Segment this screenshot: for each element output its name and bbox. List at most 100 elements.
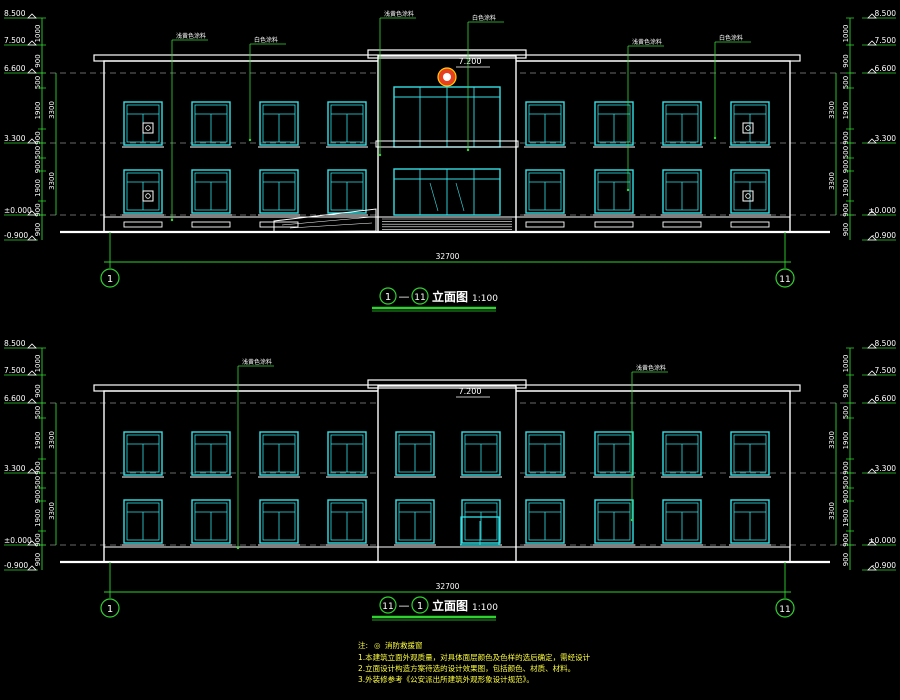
elevation-level-label: -0.900 <box>4 561 28 570</box>
dimension-value: 900 <box>842 54 850 67</box>
level-triangle-mark <box>867 13 877 19</box>
dimension-value: 900 <box>34 160 42 173</box>
window <box>191 499 231 544</box>
window <box>525 101 565 146</box>
level-triangle-mark <box>27 343 37 349</box>
top-level-label: 7.200 <box>459 387 482 396</box>
fire-rescue-window-mark <box>742 190 754 202</box>
rear-elevation-title: 11 — 1 立面图 1:100 <box>372 596 498 621</box>
title-grid-from-label: 1 <box>385 292 391 303</box>
dimension-value: 900 <box>842 553 850 566</box>
dimension-value: 1900 <box>842 432 850 450</box>
plinth-vent <box>730 221 770 228</box>
material-callout-label: 白色涂料 <box>719 34 743 42</box>
dimension-value: 900 <box>842 160 850 173</box>
grid-bubble-left <box>100 598 120 618</box>
dimension-value: 1900 <box>842 102 850 120</box>
elevation-level-label: 7.500 <box>875 366 897 375</box>
dimension-value: 1900 <box>34 179 42 197</box>
canopy-band <box>375 140 519 148</box>
title-scale: 1:100 <box>472 603 498 613</box>
level-triangle-mark <box>27 40 37 46</box>
dimension-value: 500 <box>34 406 42 419</box>
window <box>327 101 367 146</box>
title-text: 立面图 <box>432 598 468 613</box>
level-triangle-mark <box>27 235 37 241</box>
fire-rescue-window-mark <box>142 122 154 134</box>
title-grid-bubble-from <box>379 287 397 305</box>
level-triangle-mark <box>867 468 877 474</box>
material-callout-label: 浅黄色涂料 <box>176 32 206 40</box>
window <box>123 431 163 476</box>
elevation-level-label: -0.900 <box>4 231 28 240</box>
floor-height-dim: 3300 <box>828 431 836 449</box>
level-triangle-mark <box>27 13 37 19</box>
elevation-level-label: 7.500 <box>4 36 26 45</box>
plinth-vent <box>259 221 299 228</box>
dimension-value: 900 <box>34 54 42 67</box>
level-triangle-mark <box>27 210 37 216</box>
callout-dot <box>236 546 240 550</box>
floor-height-dim: 3300 <box>48 502 56 520</box>
dimension-value: 500 <box>842 76 850 89</box>
fire-rescue-window-symbol: ◎ <box>374 641 381 650</box>
floor-height-dim: 3300 <box>828 101 836 119</box>
window <box>662 431 702 476</box>
dimension-value: 500 <box>34 146 42 159</box>
grid-bubble-right-label: 11 <box>779 275 790 285</box>
level-triangle-mark <box>867 235 877 241</box>
dimension-value: 1900 <box>34 432 42 450</box>
level-triangle-mark <box>27 370 37 376</box>
dimension-value: 900 <box>34 533 42 546</box>
dimension-value: 500 <box>34 476 42 489</box>
dimension-value: 900 <box>34 553 42 566</box>
dimension-value: 1900 <box>842 509 850 527</box>
elevation-level-label: 3.300 <box>4 134 26 143</box>
door-swing-mark <box>455 182 465 212</box>
callout-dot <box>170 218 174 222</box>
floor-height-dim: 3300 <box>828 172 836 190</box>
title-grid-bubble-to <box>411 287 429 305</box>
fire-rescue-window-mark-inner <box>745 193 751 199</box>
elevation-level-label: 3.300 <box>875 464 897 473</box>
window <box>730 169 770 214</box>
notes-heading-prefix: 注: <box>358 640 368 650</box>
level-triangle-mark <box>867 370 877 376</box>
window <box>191 101 231 146</box>
title-dash: — <box>399 599 410 612</box>
floor-height-dim: 3300 <box>828 502 836 520</box>
elevation-level-label: -0.900 <box>872 231 896 240</box>
grid-bubble-left-label: 1 <box>107 274 113 285</box>
window <box>662 499 702 544</box>
elevation-level-label: 8.500 <box>875 9 897 18</box>
top-level-label: 7.200 <box>459 57 482 66</box>
callout-dot <box>713 136 717 140</box>
notes-heading: 消防救援窗 <box>385 640 423 650</box>
title-grid-to-label: 11 <box>414 293 425 303</box>
level-triangle-mark <box>27 565 37 571</box>
elevation-level-label: ±0.000 <box>868 206 896 215</box>
dimension-value: 900 <box>842 223 850 236</box>
front-elevation: 7.2008.5007.5006.6003.300±0.000-0.900100… <box>4 9 897 288</box>
dimension-value: 500 <box>34 76 42 89</box>
level-triangle-mark <box>867 540 877 546</box>
dimension-value: 500 <box>842 406 850 419</box>
total-dimension-value: 32700 <box>436 252 460 261</box>
material-callout-label: 浅黄色涂料 <box>384 10 414 18</box>
police-emblem-center <box>443 73 451 81</box>
dimension-value: 1000 <box>34 355 42 373</box>
plinth-vent <box>525 221 565 228</box>
window <box>662 169 702 214</box>
window <box>259 499 299 544</box>
window <box>259 431 299 476</box>
elevation-level-label: 6.600 <box>875 394 897 403</box>
material-callout-label: 白色涂料 <box>254 36 278 44</box>
level-triangle-mark <box>27 138 37 144</box>
window <box>525 431 565 476</box>
level-triangle-mark <box>867 210 877 216</box>
elevation-level-label: 6.600 <box>4 64 26 73</box>
note-line-1: 1.本建筑立面外观质量，对具体面层颜色及色样的选后确定，需经设计 <box>358 652 591 662</box>
dimension-value: 900 <box>34 131 42 144</box>
window <box>525 169 565 214</box>
